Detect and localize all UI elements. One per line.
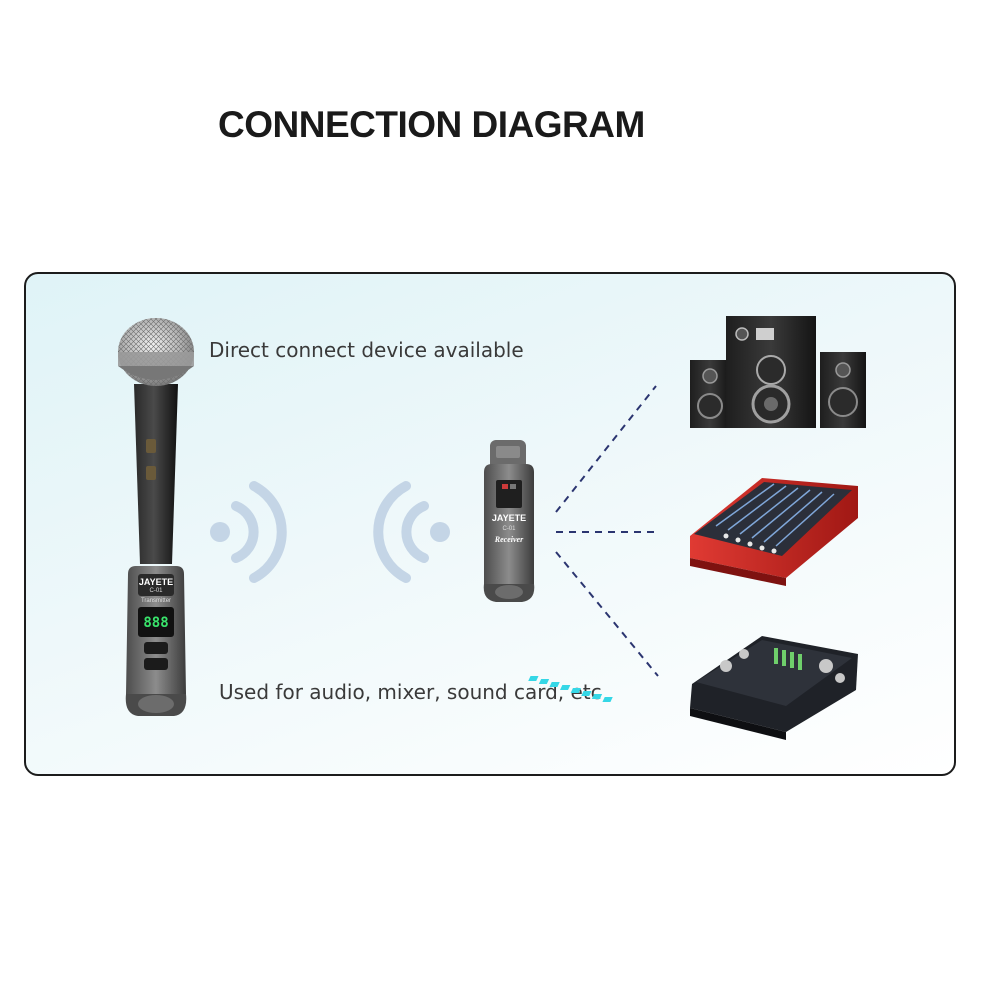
transmitter-display: 888 <box>143 615 168 631</box>
line-to-speakers <box>555 385 657 513</box>
caption-used-for: Used for audio, mixer, sound card, etc <box>219 680 602 704</box>
mixer-icon <box>690 478 858 586</box>
signal-out-icon <box>210 481 287 583</box>
microphone-with-transmitter: JAYETE C-01 Transmitter 888 <box>118 318 194 716</box>
caption-direct-connect: Direct connect device available <box>209 338 524 362</box>
line-to-sound-card <box>555 551 659 677</box>
receiver-device: JAYETE C-01 Receiver <box>483 440 535 602</box>
signal-in-icon <box>373 481 450 583</box>
transmitter-model: C-01 <box>149 588 163 594</box>
speaker-icon <box>690 316 866 428</box>
receiver-label: Receiver <box>494 535 524 544</box>
transmitter-brand: JAYETE <box>139 577 173 587</box>
connection-lines <box>555 385 659 677</box>
diagram-art: JAYETE C-01 Transmitter 888 <box>118 316 866 740</box>
sound-card-icon <box>528 636 858 740</box>
receiver-brand: JAYETE <box>492 513 526 523</box>
transmitter-label: Transmitter <box>141 598 171 604</box>
page-title: CONNECTION DIAGRAM <box>218 104 645 145</box>
diagram-panel: Direct connect device available Used for… <box>24 272 956 776</box>
receiver-model: C-01 <box>502 526 516 532</box>
